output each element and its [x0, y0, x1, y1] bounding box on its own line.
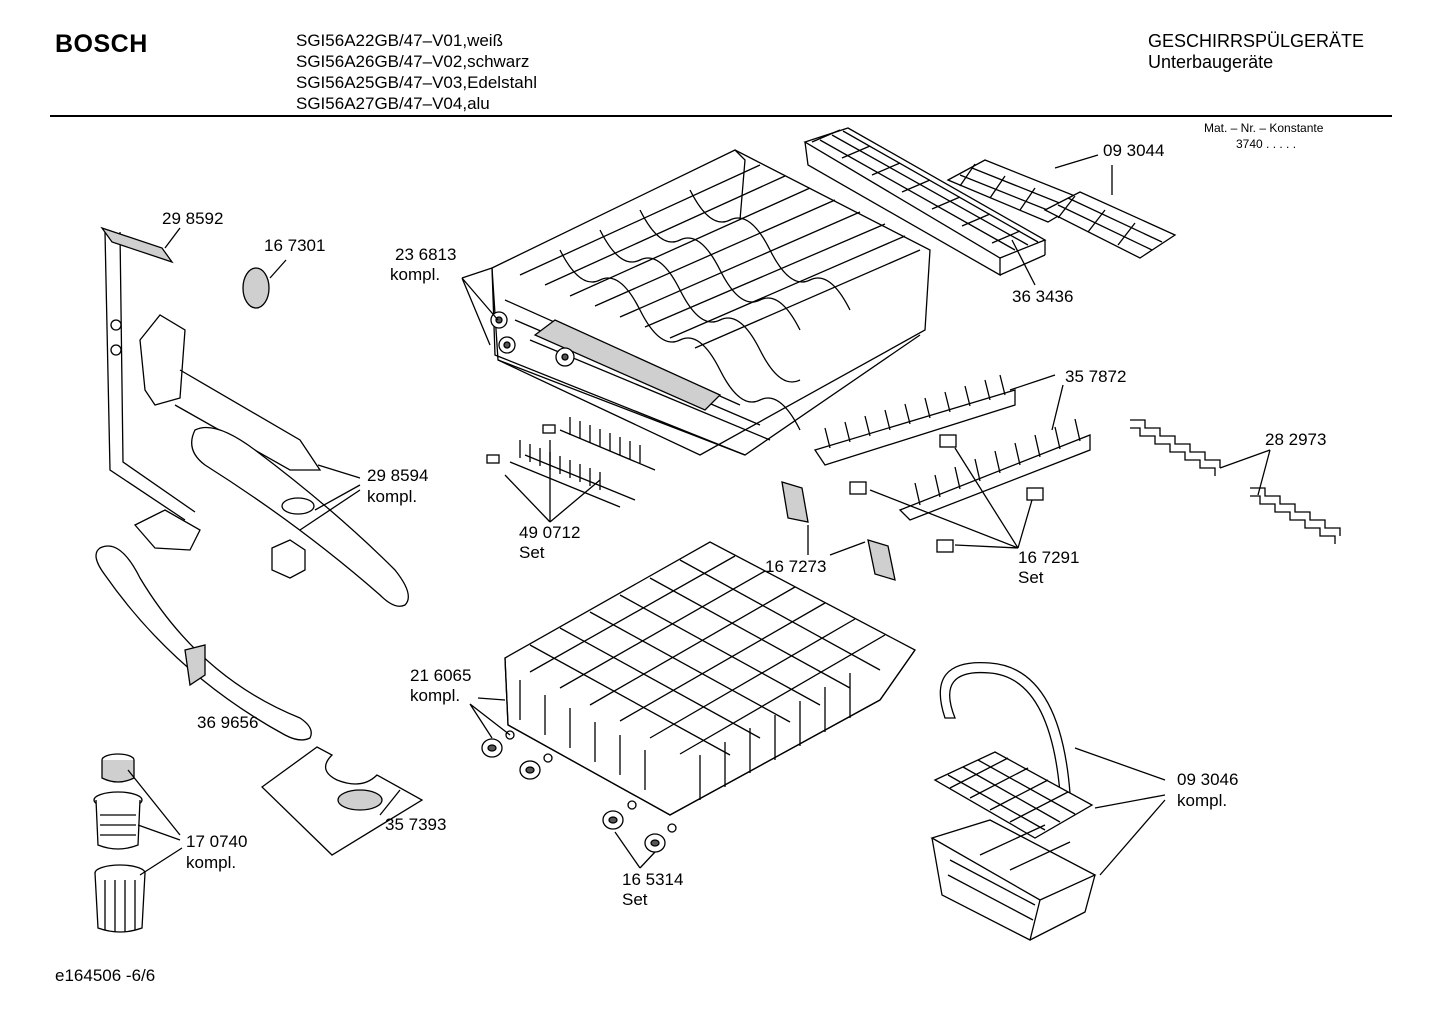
part-number-236813: 23 6813 [395, 245, 457, 264]
subcategory-title: Unterbaugeräte [1148, 52, 1274, 72]
part-number-167273: 16 7273 [765, 557, 827, 576]
part-note-298594: kompl. [367, 487, 418, 506]
spray-nozzle [242, 267, 270, 309]
model-line-1: SGI56A22GB/47–V01,weiß [296, 31, 503, 50]
upper-spray-arm-mount [133, 314, 322, 551]
part-number-357872: 35 7872 [1065, 367, 1127, 386]
part-note-167291: Set [1018, 568, 1044, 587]
stepped-rail-2 [1250, 487, 1341, 544]
spray-arm-hub [271, 539, 306, 579]
tine-rack-small [486, 417, 656, 508]
tine-clip-4 [936, 539, 954, 553]
filter-cylinder-bottom [94, 864, 146, 933]
lower-spray-arm [95, 545, 312, 741]
part-number-369656: 36 9656 [197, 713, 259, 732]
tine-clip-3 [1026, 487, 1044, 501]
brand-logo: BOSCH [55, 30, 148, 58]
part-number-357393: 35 7393 [385, 815, 447, 834]
part-note-093046: kompl. [1177, 791, 1228, 810]
folding-tines [813, 374, 1091, 521]
category-title: GESCHIRRSPÜLGERÄTE [1148, 31, 1365, 51]
tine-bracket-1 [781, 481, 809, 523]
part-number-170740: 17 0740 [186, 832, 248, 851]
leader-lines [127, 154, 1271, 876]
tine-bracket-2 [867, 539, 896, 581]
wheel-1 [481, 738, 503, 758]
wheel-3 [602, 810, 624, 830]
part-note-490712: Set [519, 543, 545, 562]
part-note-170740: kompl. [186, 853, 237, 872]
model-line-4: SGI56A27GB/47–V04,alu [296, 94, 490, 113]
cutlery-tray [803, 127, 1047, 277]
wheel-2 [519, 760, 541, 780]
part-note-216065: kompl. [410, 686, 461, 705]
model-line-2: SGI56A26GB/47–V02,schwarz [296, 52, 530, 71]
part-note-236813: kompl. [390, 265, 441, 284]
cutlery-basket-body [930, 819, 1097, 941]
part-number-093044: 09 3044 [1103, 141, 1165, 160]
header-divider [50, 115, 1392, 117]
part-number-167291: 16 7291 [1018, 548, 1080, 567]
drawing-id: e164506 -6/6 [55, 966, 156, 985]
part-number-167301: 16 7301 [264, 236, 326, 255]
lower-basket [504, 541, 916, 816]
cutlery-basket-grid [933, 751, 1094, 839]
water-supply-pipe [100, 226, 196, 521]
tine-clip-1 [939, 434, 957, 448]
cup-shelf-2 [1043, 191, 1177, 259]
wheel-4 [644, 833, 666, 853]
part-note-165314: Set [622, 890, 648, 909]
part-number-298594: 29 8594 [367, 466, 429, 485]
part-number-165314: 16 5314 [622, 870, 684, 889]
part-number-216065: 21 6065 [410, 666, 472, 685]
stepped-rail-1 [1130, 419, 1221, 476]
part-number-490712: 49 0712 [519, 523, 581, 542]
upper-basket [490, 149, 931, 456]
mat-nr-label: Mat. – Nr. – Konstante [1204, 121, 1324, 135]
model-line-3: SGI56A25GB/47–V03,Edelstahl [296, 73, 537, 92]
part-number-282973: 28 2973 [1265, 430, 1327, 449]
upper-spray-arm [191, 426, 409, 607]
part-number-093046: 09 3046 [1177, 770, 1239, 789]
part-number-298592: 29 8592 [162, 209, 224, 228]
filter-cylinder-top [101, 753, 135, 783]
part-number-363436: 36 3436 [1012, 287, 1074, 306]
filter-cylinder-mid [93, 791, 143, 850]
mat-nr-value: 3740 . . . . . [1236, 137, 1297, 151]
tine-clip-2 [849, 481, 867, 495]
filter-plate [260, 746, 424, 856]
